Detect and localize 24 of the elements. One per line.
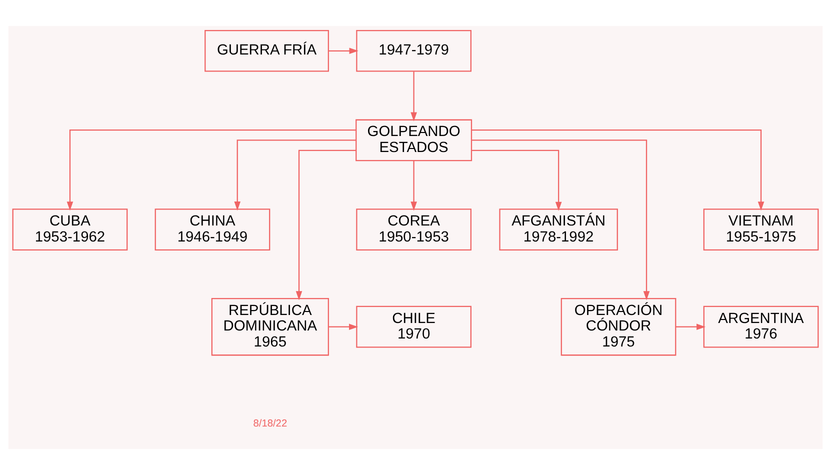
node-box: GUERRA FRÍA xyxy=(204,30,329,72)
node-box: OPERACIÓN CÓNDOR 1975 xyxy=(560,298,676,356)
arrow xyxy=(66,130,356,211)
node-box: ARGENTINA 1976 xyxy=(703,306,819,348)
node-box: GOLPEANDO ESTADOS xyxy=(356,119,472,162)
arrow xyxy=(472,140,650,300)
arrow xyxy=(234,140,356,211)
arrow xyxy=(676,324,706,330)
arrow xyxy=(472,150,562,211)
node-box: COREA 1950-1953 xyxy=(356,208,472,250)
arrow xyxy=(328,48,358,54)
node-box: VIETNAM 1955-1975 xyxy=(703,208,819,250)
node-box: REPÚBLICA DOMINICANA 1965 xyxy=(211,298,329,356)
arrow xyxy=(410,160,417,211)
arrow xyxy=(328,324,358,330)
node-box: CUBA 1953-1962 xyxy=(12,208,128,250)
node-box: CHINA 1946-1949 xyxy=(154,208,270,250)
node-box: CHILE 1970 xyxy=(356,306,472,348)
node-box: AFGANISTÁN 1978-1992 xyxy=(499,208,618,250)
arrow xyxy=(296,150,356,300)
arrow xyxy=(472,130,764,211)
label: 8/18/22 xyxy=(253,418,288,430)
arrow xyxy=(410,72,417,122)
node-box: 1947-1979 xyxy=(356,30,472,72)
